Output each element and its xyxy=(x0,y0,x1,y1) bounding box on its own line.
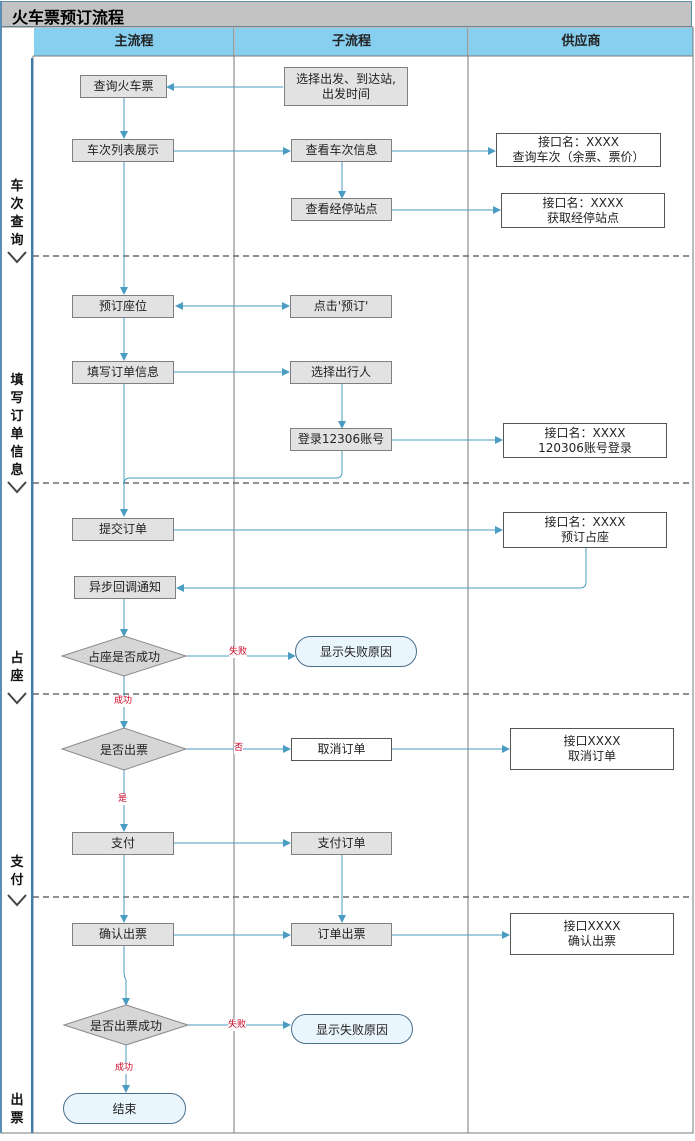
node-pay: 支付 xyxy=(72,832,174,855)
node-seat-success-question: 占座是否成功 xyxy=(87,650,160,664)
node-async-callback: 异步回调通知 xyxy=(74,576,176,599)
node-show-fail-2: 显示失败原因 xyxy=(291,1014,413,1044)
edge-label-success-1: 成功 xyxy=(114,696,133,707)
node-api-login: 接口名：XXXX 120306账号登录 xyxy=(503,423,667,458)
column-header-sub: 子流程 xyxy=(235,28,468,56)
edge-label-no: 否 xyxy=(234,743,244,754)
node-api-reserve-seat: 接口名：XXXX 预订占座 xyxy=(503,512,667,548)
node-query-ticket: 查询火车票 xyxy=(80,75,167,98)
node-api-query-trains: 接口名：XXXX 查询车次（余票、票价） xyxy=(496,133,661,167)
node-issue-success-question: 是否出票成功 xyxy=(89,1019,162,1033)
node-reserve-seat: 预订座位 xyxy=(72,295,174,318)
node-api-confirm: 接口XXXX 确认出票 xyxy=(510,913,674,955)
node-api-cancel: 接口XXXX 取消订单 xyxy=(510,728,674,770)
column-header-main: 主流程 xyxy=(34,28,234,56)
node-cancel-order: 取消订单 xyxy=(291,738,392,761)
node-choose-stations: 选择出发、到达站, 出发时间 xyxy=(284,67,408,106)
edge-label-fail-1: 失败 xyxy=(229,647,248,658)
issue-decision-diamond xyxy=(60,727,188,771)
issue-success-diamond xyxy=(62,1004,190,1046)
edge-label-fail-2: 失败 xyxy=(228,1020,247,1031)
node-api-stops: 接口名：XXXX 获取经停站点 xyxy=(501,193,665,228)
node-view-train-info: 查看车次信息 xyxy=(291,139,392,162)
node-pay-order: 支付订单 xyxy=(291,832,392,855)
title-bar: 火车票预订流程 xyxy=(1,1,692,27)
node-train-list: 车次列表展示 xyxy=(72,139,174,162)
stage-pay: 支 付 xyxy=(10,855,24,888)
node-login-12306: 登录12306账号 xyxy=(290,428,392,451)
node-end: 结束 xyxy=(63,1093,186,1124)
stage-seat: 占 座 xyxy=(10,651,24,684)
node-submit-order: 提交订单 xyxy=(72,518,174,541)
node-view-stops: 查看经停站点 xyxy=(291,198,392,221)
diagram-title: 火车票预订流程 xyxy=(12,8,125,27)
node-fill-order: 填写订单信息 xyxy=(72,361,174,384)
node-issue-question: 是否出票 xyxy=(99,743,148,757)
column-header-supplier: 供应商 xyxy=(469,28,693,56)
stage-issue: 出 票 xyxy=(10,1093,24,1126)
seat-success-diamond xyxy=(60,635,188,677)
stage-fill-order: 填 写 订 单 信 息 xyxy=(10,373,24,478)
node-order-issue: 订单出票 xyxy=(291,923,392,946)
node-click-reserve: 点击'预订' xyxy=(290,295,392,318)
stage-train-query: 车 次 查 询 xyxy=(10,179,24,248)
node-choose-passenger: 选择出行人 xyxy=(290,361,392,384)
edge-label-success-2: 成功 xyxy=(115,1063,134,1074)
node-show-fail-1: 显示失败原因 xyxy=(295,636,417,667)
node-confirm-issue: 确认出票 xyxy=(72,923,174,946)
edge-label-yes: 是 xyxy=(118,794,128,805)
